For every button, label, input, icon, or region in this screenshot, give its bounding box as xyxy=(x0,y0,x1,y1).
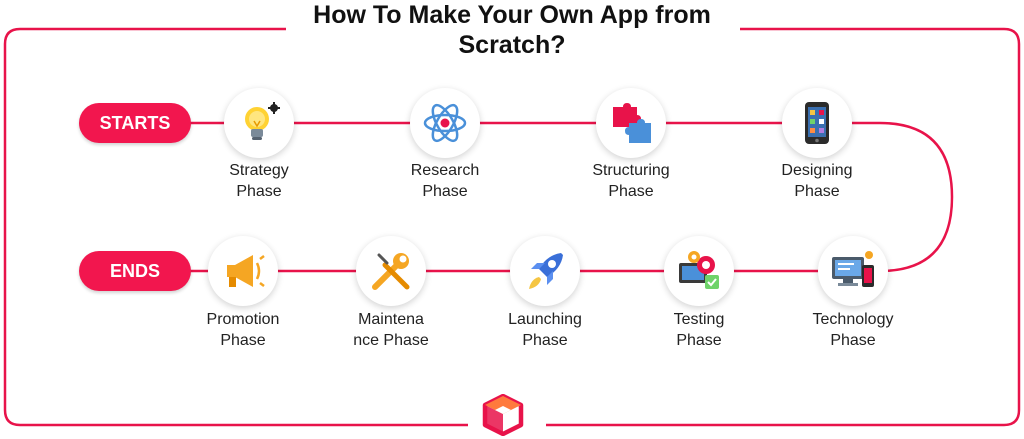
research-label-line2: Phase xyxy=(422,183,468,200)
designing-node xyxy=(782,88,852,158)
rocket-icon xyxy=(529,253,563,289)
testing-node xyxy=(664,236,734,306)
ends-pill: ENDS xyxy=(79,251,191,291)
structuring-label: Structuring Phase xyxy=(566,160,696,202)
puzzle-icon xyxy=(613,103,651,143)
smartphone-icon xyxy=(805,102,829,144)
strategy-node xyxy=(224,88,294,158)
atom-icon xyxy=(423,103,467,143)
launching-label: Launching Phase xyxy=(480,309,610,351)
maintenance-node xyxy=(356,236,426,306)
testing-label-line2: Phase xyxy=(676,332,722,349)
promotion-label-line1: Promotion xyxy=(206,311,280,328)
promotion-node xyxy=(208,236,278,306)
border-line xyxy=(3,27,1021,427)
strategy-label: Strategy Phase xyxy=(194,160,324,202)
starts-pill: STARTS xyxy=(79,103,191,143)
strategy-label-line2: Phase xyxy=(236,183,282,200)
designing-label-line1: Designing xyxy=(781,162,853,179)
testing-label: Testing Phase xyxy=(634,309,764,351)
research-label-line1: Research xyxy=(410,162,480,179)
research-node xyxy=(410,88,480,158)
technology-label-line1: Technology xyxy=(812,311,894,328)
maintenance-label-line1: Maintena xyxy=(358,311,424,328)
strategy-label-line1: Strategy xyxy=(229,162,289,179)
title-line-1: How To Make Your Own App from xyxy=(313,1,711,29)
technology-label-line2: Phase xyxy=(830,332,876,349)
maintenance-label: Maintena nce Phase xyxy=(326,309,456,351)
structuring-label-line1: Structuring xyxy=(592,162,670,179)
promotion-label: Promotion Phase xyxy=(178,309,308,351)
maintenance-label-line2: nce Phase xyxy=(353,332,429,349)
structuring-label-line2: Phase xyxy=(608,183,654,200)
wrench-screwdriver-icon xyxy=(372,253,410,290)
testing-label-line1: Testing xyxy=(673,311,725,328)
testing-gears-icon xyxy=(679,251,719,289)
structuring-node xyxy=(596,88,666,158)
launching-label-line1: Launching xyxy=(508,311,582,328)
megaphone-icon xyxy=(227,255,265,287)
page-title: How To Make Your Own App from Scratch? xyxy=(262,0,762,60)
designing-label-line2: Phase xyxy=(794,183,840,200)
turn-connector-line xyxy=(879,121,954,273)
brand-cube-logo xyxy=(482,394,524,436)
technology-node xyxy=(818,236,888,306)
research-label: Research Phase xyxy=(380,160,510,202)
launching-node xyxy=(510,236,580,306)
designing-label: Designing Phase xyxy=(752,160,882,202)
title-line-2: Scratch? xyxy=(458,31,566,59)
computer-devices-icon xyxy=(832,251,874,287)
lightbulb-icon xyxy=(245,102,280,140)
launching-label-line2: Phase xyxy=(522,332,568,349)
promotion-label-line2: Phase xyxy=(220,332,266,349)
technology-label: Technology Phase xyxy=(788,309,918,351)
